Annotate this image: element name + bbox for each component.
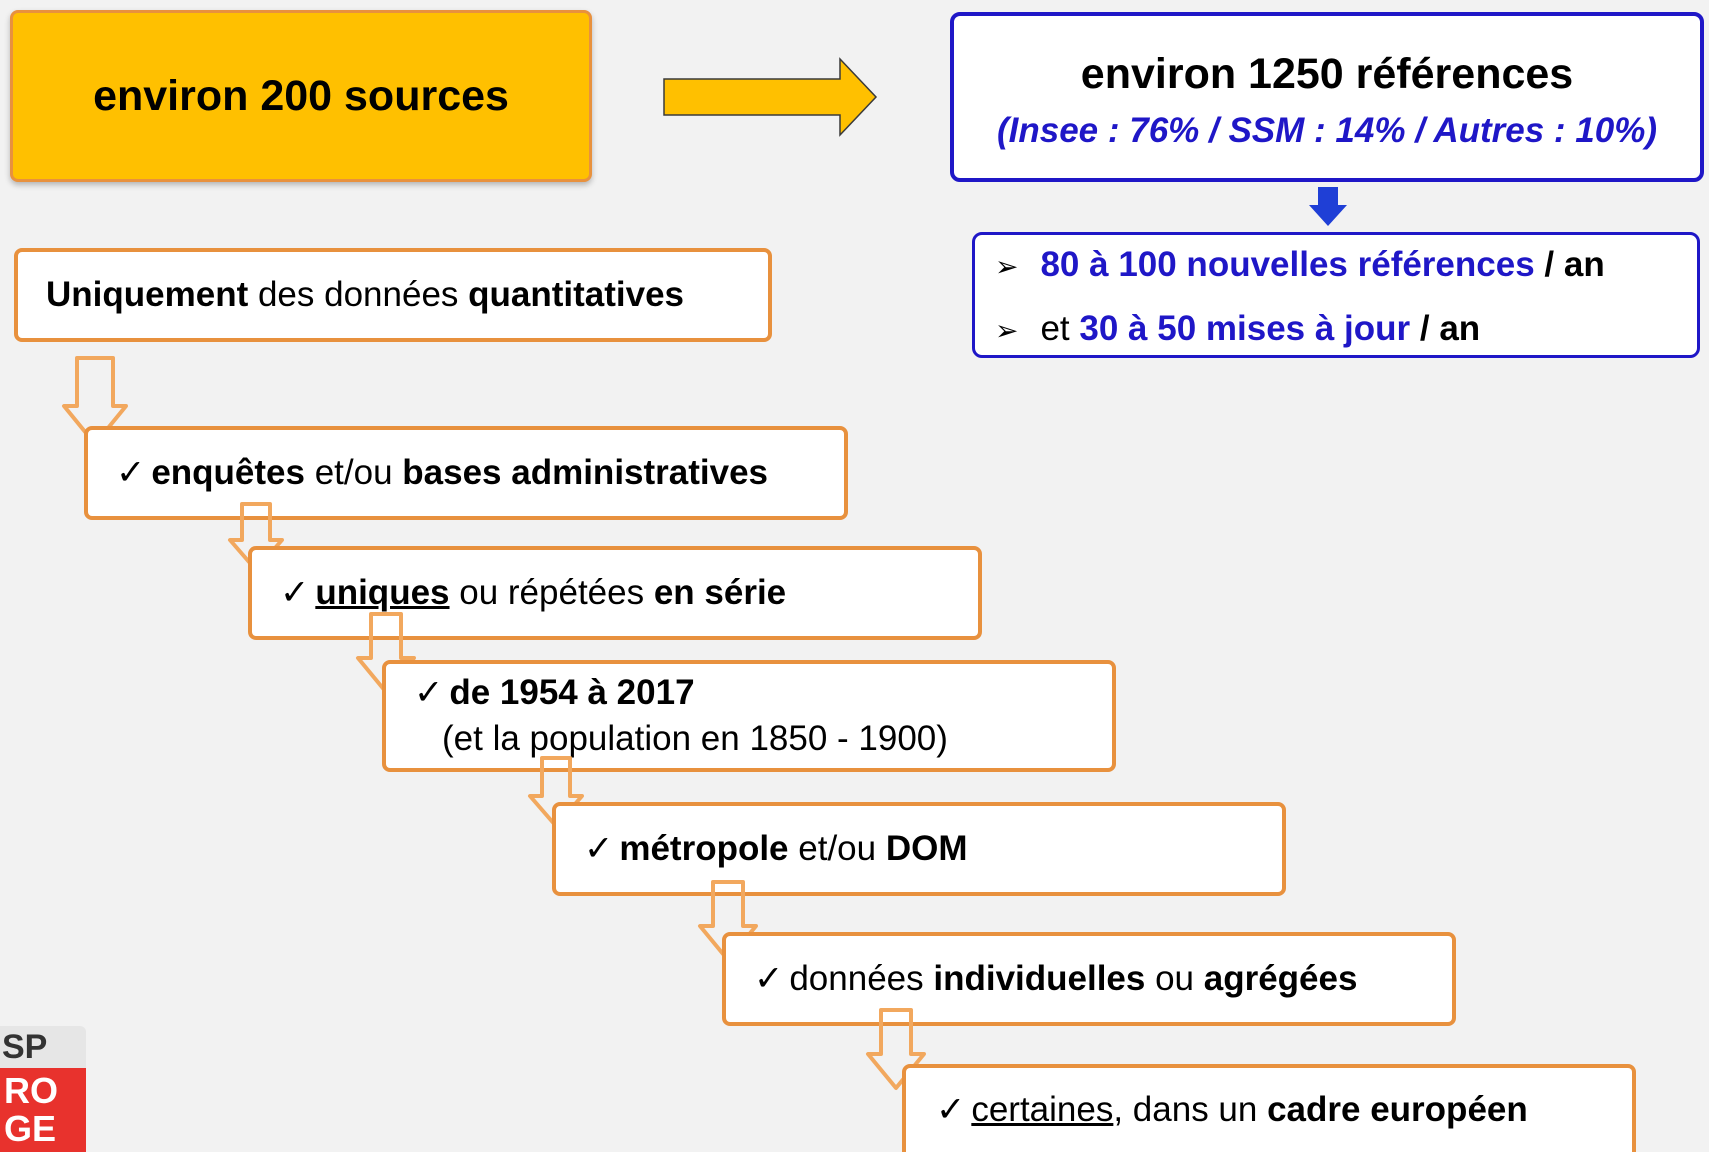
step-2-b: ou répétées: [449, 573, 654, 612]
updates: 30 à 50 mises à jour: [1079, 309, 1411, 348]
step-0-c: quantitatives: [468, 275, 685, 314]
logo-line-2: RO: [4, 1070, 58, 1111]
yearly-box: ➢ 80 à 100 nouvelles références / an ➢ et …: [972, 232, 1700, 358]
check-icon: ✓: [414, 673, 444, 712]
step-quantitative: Uniquement des données quantitatives: [14, 248, 772, 342]
per-year-1: / an: [1534, 245, 1605, 284]
step-6-b: , dans un: [1113, 1090, 1268, 1129]
step-0-b: des données: [248, 275, 469, 314]
step-1-c: bases administratives: [402, 453, 769, 492]
step-4-c: DOM: [885, 829, 968, 868]
step-1-b: et/ou: [304, 453, 403, 492]
references-title: environ 1250 références: [1080, 50, 1574, 98]
step-surveys: ✓enquêtes et/ou bases administratives: [84, 426, 848, 520]
step-6-c: cadre européen: [1267, 1090, 1528, 1129]
step-2-c: en série: [653, 573, 787, 612]
yearly-line-1: ➢ 80 à 100 nouvelles références / an: [995, 245, 1605, 285]
logo-line-3: GE: [4, 1108, 57, 1149]
updates-prefix: et: [1040, 309, 1080, 348]
step-down-arrow-icon: [62, 356, 128, 446]
sources-box: environ 200 sources: [10, 10, 592, 182]
step-series: ✓uniques ou répétées en série: [248, 546, 982, 640]
check-icon: ✓: [754, 959, 784, 998]
logo: SP RO GE: [0, 1026, 88, 1152]
step-2-a: uniques: [315, 573, 450, 612]
arrow-bullet-icon: ➢: [995, 315, 1019, 346]
arrow-bullet-icon: ➢: [995, 251, 1019, 282]
check-icon: ✓: [116, 453, 146, 492]
step-territory: ✓métropole et/ou DOM: [552, 802, 1286, 896]
logo-bottom: RO GE: [0, 1068, 86, 1152]
sources-label: environ 200 sources: [93, 71, 509, 120]
new-references: 80 à 100 nouvelles références: [1040, 245, 1535, 284]
step-5-d: agrégées: [1203, 959, 1358, 998]
check-icon: ✓: [936, 1090, 966, 1129]
step-5-c: ou: [1145, 959, 1204, 998]
step-granularity: ✓données individuelles ou agrégées: [722, 932, 1456, 1026]
down-arrow-icon: [1309, 187, 1347, 226]
references-breakdown: (Insee : 76% / SSM : 14% / Autres : 10%): [996, 111, 1658, 150]
step-4-a: métropole: [619, 829, 789, 868]
logo-top: SP: [0, 1026, 86, 1068]
step-4-b: et/ou: [788, 829, 886, 868]
step-european: ✓certaines, dans un cadre européen: [902, 1064, 1636, 1152]
step-1-a: enquêtes: [151, 453, 305, 492]
per-year-2: / an: [1410, 309, 1481, 348]
step-6-a: certaines: [971, 1090, 1114, 1129]
right-arrow-icon: [663, 57, 878, 137]
step-period: ✓de 1954 à 2017 (et la population en 185…: [382, 660, 1116, 772]
step-5-a: données: [789, 959, 934, 998]
check-icon: ✓: [280, 573, 310, 612]
step-5-b: individuelles: [933, 959, 1146, 998]
step-0-a: Uniquement: [46, 275, 249, 314]
check-icon: ✓: [584, 829, 614, 868]
yearly-line-2: ➢ et 30 à 50 mises à jour / an: [995, 309, 1480, 349]
step-3-b: (et la population en 1850 - 1900): [442, 719, 948, 758]
step-3-a: de 1954 à 2017: [449, 673, 695, 712]
references-box: environ 1250 références (Insee : 76% / S…: [950, 12, 1704, 182]
